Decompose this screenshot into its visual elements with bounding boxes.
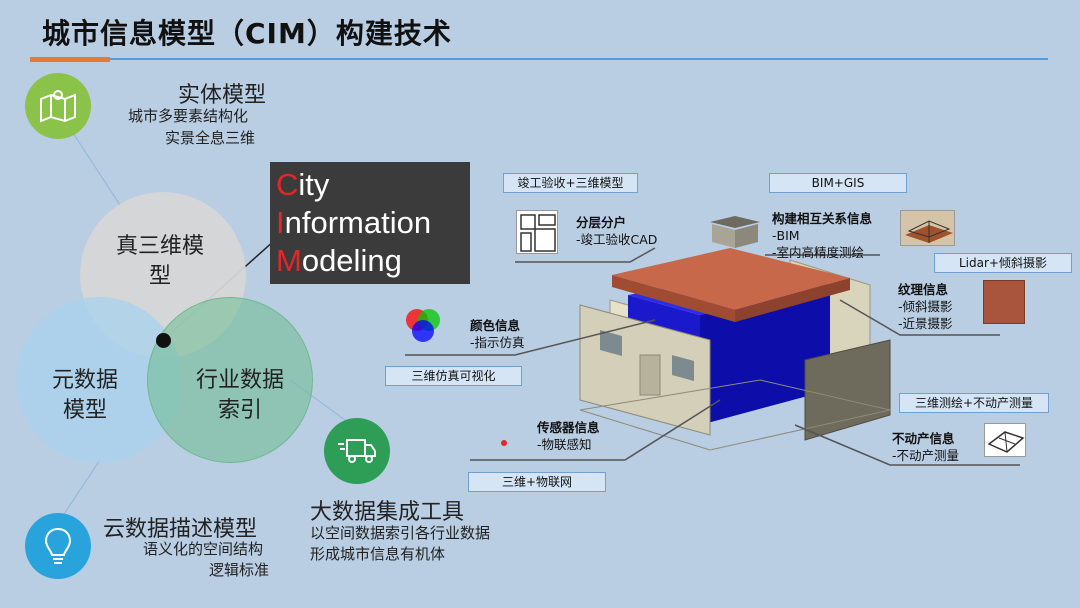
title-accent-bar: [30, 57, 110, 62]
label-relation-title: 构建相互关系信息: [772, 211, 873, 226]
bigdata-line2: 形成城市信息有机体: [310, 545, 446, 563]
cim-cap-i: I: [276, 205, 285, 240]
entity-model-title: 实体模型: [178, 83, 267, 108]
window-2: [672, 355, 694, 381]
bim-building-icon: [900, 210, 955, 246]
venn-center-dot: [156, 333, 171, 348]
pointer-layer: [515, 247, 656, 263]
roof-top: [612, 248, 850, 310]
page-title: 城市信息模型（CIM）构建技术: [42, 17, 452, 50]
cloud-model-line1: 语义化的空间结构: [143, 540, 264, 558]
door: [639, 354, 661, 396]
floorplan-icon: [516, 210, 558, 254]
tag-sim: 三维仿真可视化: [385, 366, 522, 386]
lightbulb-icon: [25, 513, 91, 579]
pointer-sensor: [470, 399, 721, 461]
tag-lidar: Lidar+倾斜摄影: [934, 253, 1072, 273]
label-sensor-title: 传感器信息: [537, 420, 600, 435]
venn-circle-industry: [147, 297, 313, 463]
tower-right: [735, 224, 758, 248]
cim-cap-c: C: [276, 167, 299, 202]
tower-left: [712, 224, 735, 248]
label-layer: 分层分户 -竣工验收CAD: [576, 214, 657, 248]
label-layer-title: 分层分户: [576, 215, 627, 230]
rgb-color-icon: [402, 305, 444, 347]
label-relation-line2: -室内高精度测绘: [772, 245, 865, 260]
label-texture: 纹理信息 -倾斜摄影 -近景摄影: [898, 281, 953, 332]
truck-icon: [324, 418, 390, 484]
cloud-model-title: 云数据描述模型: [103, 517, 258, 542]
cim-acronym-box: City Information Modeling: [270, 162, 470, 284]
cim-rest-modeling: odeling: [301, 243, 402, 278]
title-divider: [30, 58, 1048, 60]
venn-label-metadata: 元数据 模型: [51, 368, 118, 423]
label-color-line1: -指示仿真: [470, 335, 525, 350]
label-color: 颜色信息 -指示仿真: [470, 317, 525, 351]
entity-model-line1: 城市多要素结构化: [128, 107, 249, 125]
label-sensor: 传感器信息 -物联感知: [537, 419, 600, 453]
brick-texture-icon: [983, 280, 1025, 324]
venn-label-industry: 行业数据 索引: [195, 368, 284, 423]
bigdata-line1: 以空间数据索引各行业数据: [310, 524, 491, 542]
cim-cap-m: M: [276, 243, 302, 278]
label-relation: 构建相互关系信息 -BIM -室内高精度测绘: [772, 210, 872, 261]
cloud-model-line2: 逻辑标准: [209, 561, 270, 579]
pointer-texture: [839, 299, 1000, 336]
venn-label-3d: 真三维模 型: [115, 234, 204, 289]
label-texture-line1: -倾斜摄影: [898, 299, 953, 314]
label-estate-title: 不动产信息: [892, 431, 955, 446]
pointer-estate: [794, 424, 1020, 466]
building-illustration: [579, 216, 891, 451]
label-sensor-line1: -物联感知: [537, 437, 592, 452]
map-icon: [25, 73, 91, 139]
label-texture-title: 纹理信息: [898, 282, 949, 297]
cim-rest-city: ity: [298, 167, 330, 202]
pointer-color: [405, 319, 656, 356]
property-plan-icon: [984, 423, 1026, 457]
tag-survey: 三维测绘+不动产测量: [899, 393, 1049, 413]
label-relation-line1: -BIM: [772, 228, 800, 243]
label-layer-line1: -竣工验收CAD: [576, 232, 658, 247]
sensor-dot-icon: [501, 440, 507, 446]
roof-side-edge: [735, 278, 850, 322]
label-estate-line1: -不动产测量: [892, 448, 960, 463]
floor-outline: [579, 379, 891, 451]
cim-line-information: Information: [276, 204, 470, 242]
tower-roof: [710, 216, 760, 228]
tag-iot: 三维+物联网: [468, 472, 606, 492]
roof-front-edge: [612, 275, 735, 322]
connector-cloud: [59, 459, 101, 521]
tag-bimgis: BIM+GIS: [769, 173, 907, 193]
cim-rest-information: nformation: [284, 205, 432, 240]
label-color-title: 颜色信息: [470, 318, 521, 333]
window-1: [600, 330, 622, 356]
bigdata-title: 大数据集成工具: [310, 500, 465, 525]
cim-line-city: City: [276, 166, 470, 204]
entity-model-line2: 实景全息三维: [165, 129, 256, 147]
tag-completion: 竣工验收+三维模型: [503, 173, 638, 193]
cim-line-modeling: Modeling: [276, 242, 470, 280]
label-estate: 不动产信息 -不动产测量: [892, 430, 959, 464]
label-texture-line2: -近景摄影: [898, 316, 953, 331]
